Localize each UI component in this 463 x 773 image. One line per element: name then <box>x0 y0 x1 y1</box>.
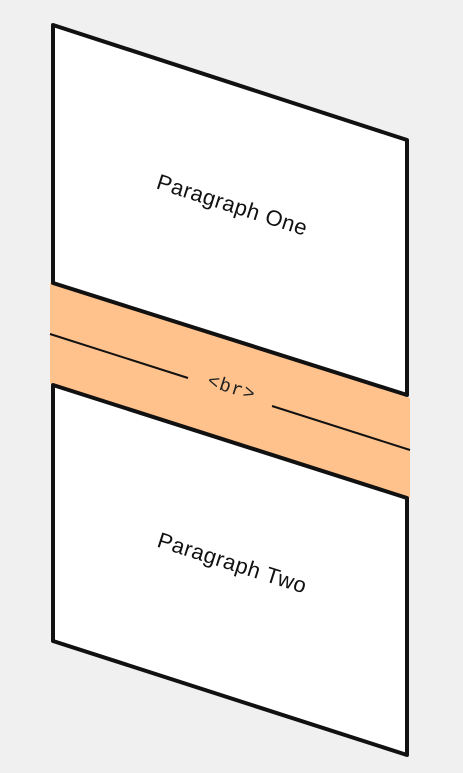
br-line-right <box>271 405 411 451</box>
paragraph-one-panel <box>51 23 409 397</box>
br-line-left <box>49 333 189 379</box>
paragraph-two-panel <box>51 383 409 757</box>
br-band <box>50 283 410 498</box>
